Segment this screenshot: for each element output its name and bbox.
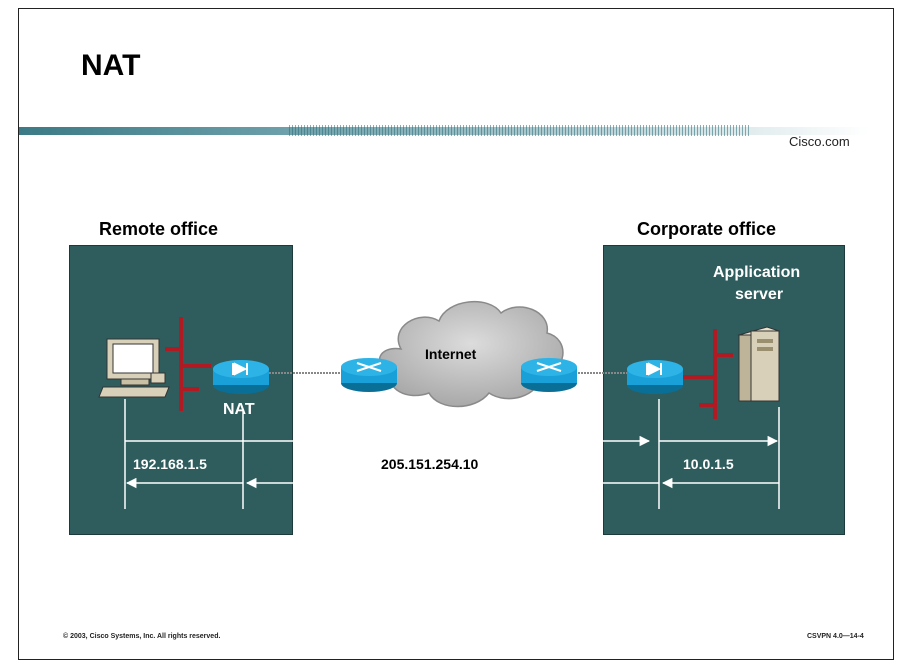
- public-ip-label: 205.151.254.10: [381, 456, 479, 472]
- server-label-line2: server: [735, 286, 784, 303]
- internet-label: Internet: [425, 346, 477, 362]
- header-band: [19, 125, 869, 136]
- slide-title: NAT: [81, 49, 141, 82]
- cisco-brand-text: Cisco.com: [789, 134, 850, 149]
- nat-label: NAT: [223, 401, 255, 418]
- application-server-icon: [737, 326, 781, 402]
- nat-router-icon: [213, 360, 269, 394]
- footer-copyright: © 2003, Cisco Systems, Inc. All rights r…: [63, 633, 221, 640]
- remote-pc-icon: [98, 338, 170, 398]
- internet-router-right-icon: [521, 358, 577, 392]
- remote-ip-label: 192.168.1.5: [133, 456, 207, 472]
- footer-course-code: CSVPN 4.0—14-4: [807, 633, 864, 640]
- remote-office-label: Remote office: [99, 219, 219, 239]
- corporate-lan-bus: [683, 329, 733, 419]
- slide: NAT Cisco.com Remote office Corporate of…: [18, 8, 894, 660]
- corporate-router-icon: [627, 360, 683, 394]
- remote-lan-bus: [165, 317, 211, 411]
- network-diagram: [98, 300, 781, 509]
- corporate-office-label: Corporate office: [637, 219, 777, 239]
- flow-arrows: [124, 399, 780, 509]
- server-label-line1: Application: [713, 264, 801, 281]
- server-ip-label: 10.0.1.5: [683, 456, 734, 472]
- internet-router-left-icon: [341, 358, 397, 392]
